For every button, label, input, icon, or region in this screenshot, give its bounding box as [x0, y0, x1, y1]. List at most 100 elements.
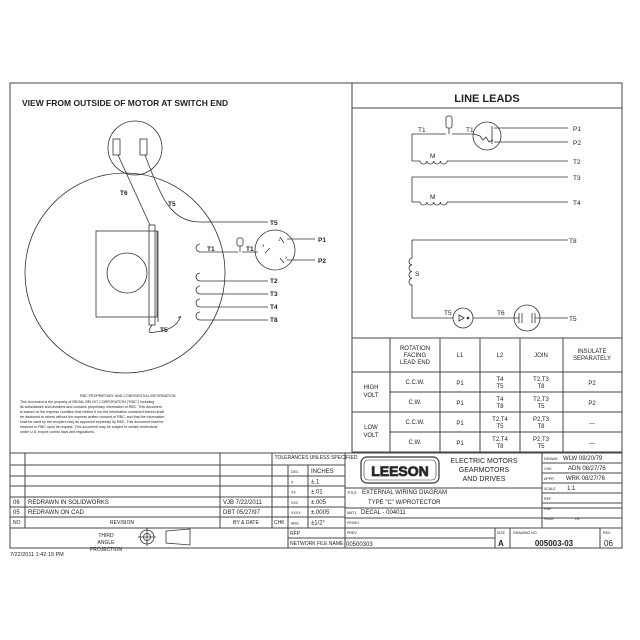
svg-text:returned to RBC upon its reque: returned to RBC upon its request. This d… — [20, 425, 158, 429]
l2-cell: T5 — [496, 384, 504, 390]
svg-text:under U.S. export control laws: under U.S. export control laws and regul… — [20, 430, 95, 434]
svg-text:1: 1 — [278, 237, 281, 242]
svg-text:P2: P2 — [573, 140, 581, 147]
svg-text:WRK 08/27/76: WRK 08/27/76 — [566, 476, 606, 482]
tolerance-label: ANG — [291, 522, 299, 526]
print-timestamp: 7/22/2011 1:42:19 PM — [10, 552, 64, 558]
svg-text:its subsidiaries and divisions: its subsidiaries and divisions and conta… — [20, 405, 162, 409]
svg-text:BY & DATE: BY & DATE — [233, 520, 259, 526]
tolerance-label: X — [291, 480, 294, 484]
svg-text:T2: T2 — [573, 159, 581, 166]
svg-text:2: 2 — [285, 255, 288, 260]
insulate-cell: P2 — [588, 381, 596, 387]
insulate-cell: P2 — [588, 401, 596, 407]
svg-text:APPR: APPR — [544, 477, 554, 481]
svg-text:SCALE: SCALE — [544, 487, 556, 491]
l1-cell: P1 — [456, 381, 464, 387]
thermal-sensor-icon — [445, 115, 453, 129]
svg-text:T5: T5 — [168, 201, 176, 208]
svg-text:RBC PROPRIETARY AND CONFIDENTI: RBC PROPRIETARY AND CONFIDENTIAL INFORMA… — [80, 394, 176, 398]
terminal-board — [148, 224, 156, 326]
svg-text:T5: T5 — [444, 310, 452, 317]
l2-cell: T5 — [496, 424, 504, 430]
rotation-cell: C.W. — [409, 440, 422, 446]
insulate-cell: --- — [589, 421, 595, 427]
leeson-logo: LEESON — [360, 456, 440, 484]
tolerance-label: XXX — [291, 501, 299, 505]
third-angle-projection-icon — [138, 528, 191, 546]
protector-icon — [472, 121, 502, 151]
svg-text:P1: P1 — [573, 126, 581, 133]
tolerance-title: TOLERANCES UNLESS SPECIFIED — [275, 455, 358, 461]
svg-text:T8: T8 — [270, 317, 278, 324]
l1-cell: P1 — [456, 421, 464, 427]
svg-text:T1: T1 — [207, 246, 215, 253]
tolerance-label: XXXX — [291, 511, 301, 515]
join-cell: T2,T3 — [533, 377, 549, 383]
join-cell: T2,T3 — [533, 397, 549, 403]
svg-text:VJB 7/22/2011: VJB 7/22/2011 — [223, 500, 263, 506]
revision-text: REDRAWN ON CAD — [28, 510, 84, 516]
tolerance-value: ±1/2° — [311, 521, 326, 527]
join-cell: T8 — [537, 384, 545, 390]
svg-text:CHK: CHK — [274, 520, 285, 526]
svg-text:ELECTRIC MOTORS: ELECTRIC MOTORS — [450, 458, 517, 465]
l2-cell: T2,T4 — [492, 437, 508, 443]
tolerance-value: ±.1 — [311, 479, 320, 485]
svg-text:LEESON: LEESON — [371, 463, 429, 479]
thermal-sensor-icon — [236, 237, 244, 247]
svg-text:RFP: RFP — [290, 531, 301, 537]
svg-text:3: 3 — [262, 243, 265, 248]
svg-text:T1: T1 — [466, 127, 474, 134]
svg-text:REF: REF — [544, 497, 552, 501]
sheet-border — [9, 82, 623, 549]
svg-text:T8: T8 — [569, 238, 577, 245]
join-cell: P2,T3 — [533, 437, 550, 443]
svg-text:1:1: 1:1 — [567, 486, 576, 492]
l2-cell: T8 — [496, 444, 504, 450]
svg-text:T2: T2 — [270, 278, 278, 285]
svg-text:06: 06 — [13, 500, 20, 506]
svg-text:P1: P1 — [318, 237, 326, 244]
svg-text:T5: T5 — [270, 220, 278, 227]
join-cell: P2,T3 — [533, 417, 550, 423]
svg-text:REV: REV — [603, 531, 611, 535]
svg-text:T1: T1 — [246, 246, 254, 253]
svg-text:00500303: 00500303 — [346, 542, 373, 548]
svg-text:NETWORK FILE NAME: NETWORK FILE NAME — [290, 541, 344, 547]
svg-text:06: 06 — [604, 539, 613, 548]
svg-text:NO: NO — [13, 520, 21, 526]
svg-text:T4: T4 — [573, 200, 581, 207]
svg-text:T5: T5 — [160, 327, 168, 334]
svg-text:T1: T1 — [418, 127, 426, 134]
svg-text:T6: T6 — [120, 190, 128, 197]
svg-text:SIZE: SIZE — [497, 531, 506, 535]
revision-block: TOLERANCES UNLESS SPECIFIED 06 REDRAWN I… — [10, 453, 358, 553]
svg-text:05: 05 — [13, 510, 20, 516]
tolerance-value: ±.0005 — [311, 510, 330, 516]
l2-cell: T4 — [496, 377, 504, 383]
drawing-number: 005003-03 — [535, 539, 574, 548]
svg-text:M: M — [430, 153, 435, 160]
group-label: LOW — [364, 425, 378, 431]
svg-text:DRAWING NO: DRAWING NO — [513, 531, 537, 535]
svg-text:DBT 05/27/97: DBT 05/27/97 — [223, 510, 261, 516]
svg-text:DECAL - 004011: DECAL - 004011 — [361, 510, 406, 516]
svg-text:A: A — [498, 539, 504, 548]
svg-text:JOIN: JOIN — [534, 353, 548, 359]
tolerance-value: ±.01 — [311, 490, 323, 496]
svg-text:WLW 08/20/79: WLW 08/20/79 — [563, 456, 603, 462]
svg-text:M: M — [430, 194, 435, 201]
tolerance-value: INCHES — [311, 469, 334, 475]
svg-text:CHK: CHK — [544, 467, 552, 471]
svg-text:FINISH: FINISH — [347, 521, 359, 525]
svg-text:T5: T5 — [569, 316, 577, 323]
svg-text:ADN 08/27/76: ADN 08/27/76 — [568, 466, 606, 472]
tolerance-value: ±.005 — [311, 500, 327, 506]
svg-text:T4: T4 — [270, 304, 278, 311]
svg-text:GEARMOTORS: GEARMOTORS — [459, 467, 510, 474]
view-title: VIEW FROM OUTSIDE OF MOTOR AT SWITCH END — [22, 98, 228, 108]
